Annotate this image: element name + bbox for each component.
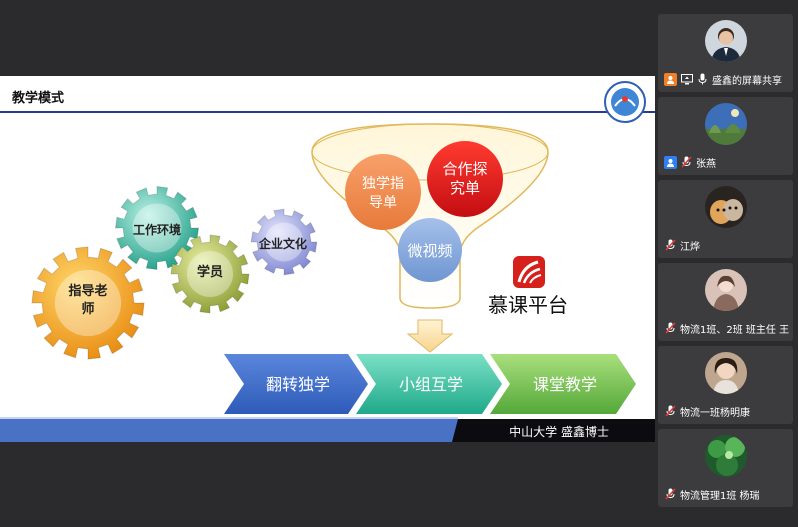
circle-micro-video	[398, 218, 462, 282]
participant-name: 江烨	[680, 241, 700, 253]
mic-muted-icon[interactable]	[664, 322, 677, 335]
participant-tile[interactable]: 物流一班杨明康	[658, 346, 793, 424]
user-icon	[664, 155, 677, 169]
footer-author: 中山大学 盛鑫博士	[509, 425, 609, 439]
gear-work-env-hub	[132, 203, 182, 253]
circle-inquiry-sheet	[427, 141, 503, 217]
mic-icon[interactable]	[696, 73, 709, 86]
step-arrow-flip-learning	[224, 354, 368, 414]
presentation-slide: 教学模式	[0, 76, 655, 442]
step-label-class-teaching: 课堂教学	[533, 375, 597, 394]
participant-name: 张燕	[696, 158, 716, 170]
mic-muted-icon[interactable]	[664, 239, 677, 252]
mooc-logo-icon	[513, 256, 545, 288]
participant-tile[interactable]: 张燕	[658, 97, 793, 175]
participant-tile[interactable]: 江烨	[658, 180, 793, 258]
circle-micro-video-label: 微视频	[407, 242, 452, 260]
step-label-flip-learning: 翻转独学	[266, 375, 330, 394]
avatar	[705, 186, 747, 228]
mic-muted-icon[interactable]	[664, 488, 677, 501]
gear-mentor	[31, 246, 145, 360]
title-divider	[0, 111, 655, 113]
gear-culture	[250, 208, 318, 276]
gear-mentor-hub	[54, 269, 122, 337]
footer-black-band	[452, 419, 655, 442]
avatar	[705, 103, 747, 145]
gear-label-culture: 企业文化	[258, 236, 307, 251]
gear-label-student: 学员	[197, 264, 223, 280]
gear-label-mentor-line2: 师	[81, 301, 94, 317]
circle-inquiry-line1: 合作探	[442, 160, 487, 178]
avatar	[705, 435, 747, 477]
gear-work-env	[114, 185, 200, 271]
step-arrow-group-learning	[356, 354, 502, 414]
participant-name: 物流管理1班 杨瑞	[680, 490, 760, 502]
circle-guide-sheet	[345, 154, 421, 230]
participant-name: 物流1班、2班 班主任 王...	[680, 324, 790, 336]
down-arrow	[406, 319, 454, 353]
slide-diagram: 指导老 师 工作环境 学员 企业文化 独学指 导单 合作探 究单 微视频	[0, 123, 655, 442]
gear-culture-hub	[264, 222, 304, 262]
mic-muted-icon[interactable]	[680, 156, 693, 169]
slide-title: 教学模式	[12, 91, 65, 106]
gear-label-work-env: 工作环境	[133, 222, 181, 237]
participant-tile[interactable]: 物流1班、2班 班主任 王...	[658, 263, 793, 341]
gear-student	[170, 234, 250, 314]
gear-student-hub	[186, 250, 234, 298]
gear-label-mentor-line1: 指导老	[68, 283, 107, 299]
circle-guide-line1: 独学指	[362, 176, 404, 192]
mooc-platform-label: 慕课平台	[488, 293, 568, 317]
mic-muted-icon[interactable]	[664, 405, 677, 418]
screen-share-icon	[680, 73, 693, 86]
university-logo	[604, 81, 646, 123]
avatar	[705, 352, 747, 394]
participant-tile[interactable]: 盛鑫的屏幕共享	[658, 14, 793, 92]
circle-guide-line2: 导单	[369, 195, 397, 211]
circle-inquiry-line2: 究单	[450, 179, 480, 197]
participant-tile[interactable]: 物流管理1班 杨瑞	[658, 429, 793, 507]
participant-name: 盛鑫的屏幕共享	[712, 75, 782, 87]
host-icon	[664, 72, 677, 86]
step-label-group-learning: 小组互学	[399, 375, 463, 394]
avatar	[705, 20, 747, 62]
participant-name: 物流一班杨明康	[680, 407, 750, 419]
footer-blue-band	[0, 419, 458, 442]
shared-screen-area: 教学模式	[0, 76, 655, 442]
step-arrow-class-teaching	[490, 354, 636, 414]
avatar	[705, 269, 747, 311]
